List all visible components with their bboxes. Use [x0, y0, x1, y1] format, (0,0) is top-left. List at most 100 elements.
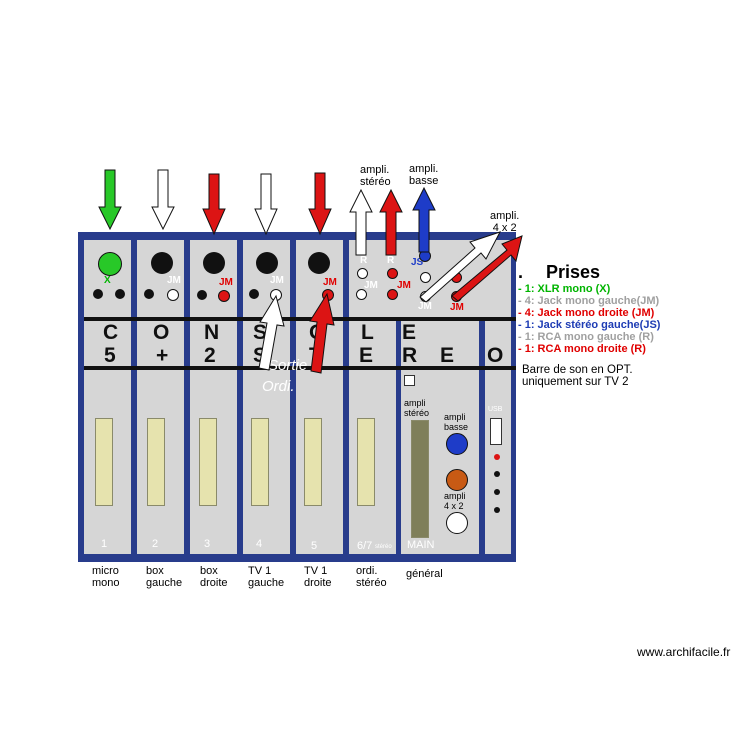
ampli-4x2-knob[interactable] — [446, 469, 468, 491]
stereo-letter-o: O — [487, 344, 504, 367]
console-digit-5: 5 — [104, 344, 116, 367]
arrow-white-sortie-ordi — [258, 294, 285, 371]
jm-tag-2: JM — [167, 275, 181, 286]
fader-5[interactable] — [304, 418, 322, 506]
white-jack-2[interactable] — [167, 289, 179, 301]
arrow-blue-ampli-basse — [412, 186, 436, 253]
fader-main[interactable] — [411, 420, 429, 538]
usb-button-3[interactable] — [494, 507, 500, 513]
ordi-label: Ordi. — [262, 378, 295, 395]
fader-2[interactable] — [147, 418, 165, 506]
strip-label-4: TV 1 gauche — [248, 565, 285, 589]
legend-item-xlr: - 1: XLR mono (X) — [518, 283, 611, 295]
channel-number-4: 4 — [256, 538, 263, 550]
legend-item-jack-gauche: - 4: Jack mono gauche(JM) — [518, 295, 660, 307]
channel-number-stereo: stéréo — [375, 544, 392, 550]
channel-number-3: 3 — [204, 538, 211, 550]
arrow-red-sortie-ordi — [309, 292, 335, 374]
r-tag-white: R — [360, 255, 368, 266]
input-jack-2[interactable] — [151, 252, 173, 274]
arrow-white-ampli-stereo — [349, 188, 373, 256]
console-digit-2: 2 — [204, 344, 216, 367]
ampli-white-knob[interactable] — [446, 512, 468, 534]
rca-red-1[interactable] — [387, 268, 398, 279]
top-label-ampli-stereo: ampli. stéréo — [360, 164, 391, 188]
console-letter-c: C — [103, 321, 119, 344]
console-letter-o: O — [153, 321, 170, 344]
red-jack-3[interactable] — [218, 290, 230, 302]
jm-tag-6a: JM — [364, 280, 378, 291]
fader-6-7[interactable] — [357, 418, 375, 506]
input-jack-5[interactable] — [308, 252, 330, 274]
small-jack-2a — [144, 289, 154, 299]
usb-label: USB — [488, 406, 503, 413]
xlr-input-jack[interactable] — [98, 252, 122, 276]
console-letter-l: L — [361, 321, 374, 344]
watermark: www.archifacile.fr — [637, 645, 731, 659]
arrow-white-ampli-4x2 — [419, 231, 502, 303]
top-divider-bar — [84, 317, 516, 321]
jm-tag-6b: JM — [397, 280, 411, 291]
console-letter-s: S — [253, 321, 268, 344]
arrow-green-xlr — [98, 169, 122, 231]
channel-number-main: MAIN — [407, 539, 435, 551]
fader-3[interactable] — [199, 418, 217, 506]
console-plus: + — [156, 344, 169, 367]
small-jack-4a — [249, 289, 259, 299]
arrow-white-box-gauche — [151, 169, 175, 231]
small-jack-3a — [197, 290, 207, 300]
strip-label-1: micro mono — [92, 565, 120, 589]
top-label-ampli-4x2: ampli. 4 x 2 — [490, 210, 520, 234]
fader-1[interactable] — [95, 418, 113, 506]
strip-label-7: général — [406, 568, 443, 580]
console-letter-e: E — [402, 321, 417, 344]
bottom-divider-bar — [84, 366, 516, 370]
jm-tag-main-b: JM — [450, 302, 464, 313]
console-letter-n: N — [204, 321, 220, 344]
jack-white-6[interactable] — [356, 289, 367, 300]
r-tag-red: R — [387, 255, 395, 266]
ampli-basse-knob[interactable] — [446, 433, 468, 455]
jack-red-6[interactable] — [387, 289, 398, 300]
sortie-label: Sortie — [268, 357, 308, 374]
fader-4[interactable] — [251, 418, 269, 506]
legend-title: Prises — [546, 262, 601, 282]
channel-number-2: 2 — [152, 538, 159, 550]
legend-item-jack-stereo: - 1: Jack stéréo gauche(JS) — [518, 319, 661, 331]
legend-item-rca-droite: - 1: RCA mono droite (R) — [518, 343, 646, 355]
small-jack-1a — [93, 289, 103, 299]
soundbar-note: Barre de son en OPT. uniquement sur TV 2 — [522, 364, 633, 388]
arrow-red-tv-droite — [308, 172, 332, 236]
input-jack-3[interactable] — [203, 252, 225, 274]
legend-dot: . — [518, 262, 524, 282]
main-ampli-basse-label: ampli basse — [444, 412, 469, 432]
strip-label-3: box droite — [200, 565, 228, 589]
channel-number-1: 1 — [101, 538, 108, 550]
rca-white-1[interactable] — [357, 268, 368, 279]
channel-number-5: 5 — [311, 540, 318, 552]
main-ampli-stereo-label: ampli stéréo — [404, 398, 430, 418]
jack-white-main[interactable] — [420, 272, 431, 283]
usb-led-red — [494, 454, 500, 460]
usb-button-2[interactable] — [494, 489, 500, 495]
strip-label-6: ordi. stéréo — [356, 565, 387, 589]
arrow-red-ampli-4x2 — [451, 235, 523, 302]
opt-port[interactable] — [404, 375, 415, 386]
main-ampli-4x2-label: ampli 4 x 2 — [444, 491, 466, 511]
stereo-letter-e: E — [359, 344, 374, 367]
jm-tag-main-a: JM — [418, 301, 432, 312]
jm-tag-5: JM — [323, 277, 337, 288]
stereo-letter-r: R — [402, 344, 418, 367]
usb-port[interactable] — [490, 418, 502, 445]
xlr-tag: X — [104, 275, 111, 286]
usb-button-1[interactable] — [494, 471, 500, 477]
jm-tag-4: JM — [270, 275, 284, 286]
input-jack-4[interactable] — [256, 252, 278, 274]
arrow-red-box-droite — [202, 173, 226, 236]
js-tag: JS — [411, 257, 424, 268]
strip-label-5: TV 1 droite — [304, 565, 332, 589]
arrow-red-ampli-stereo — [379, 188, 403, 256]
stereo-letter-e2: E — [440, 344, 455, 367]
legend-item-rca-gauche: - 1: RCA mono gauche (R) — [518, 331, 654, 343]
